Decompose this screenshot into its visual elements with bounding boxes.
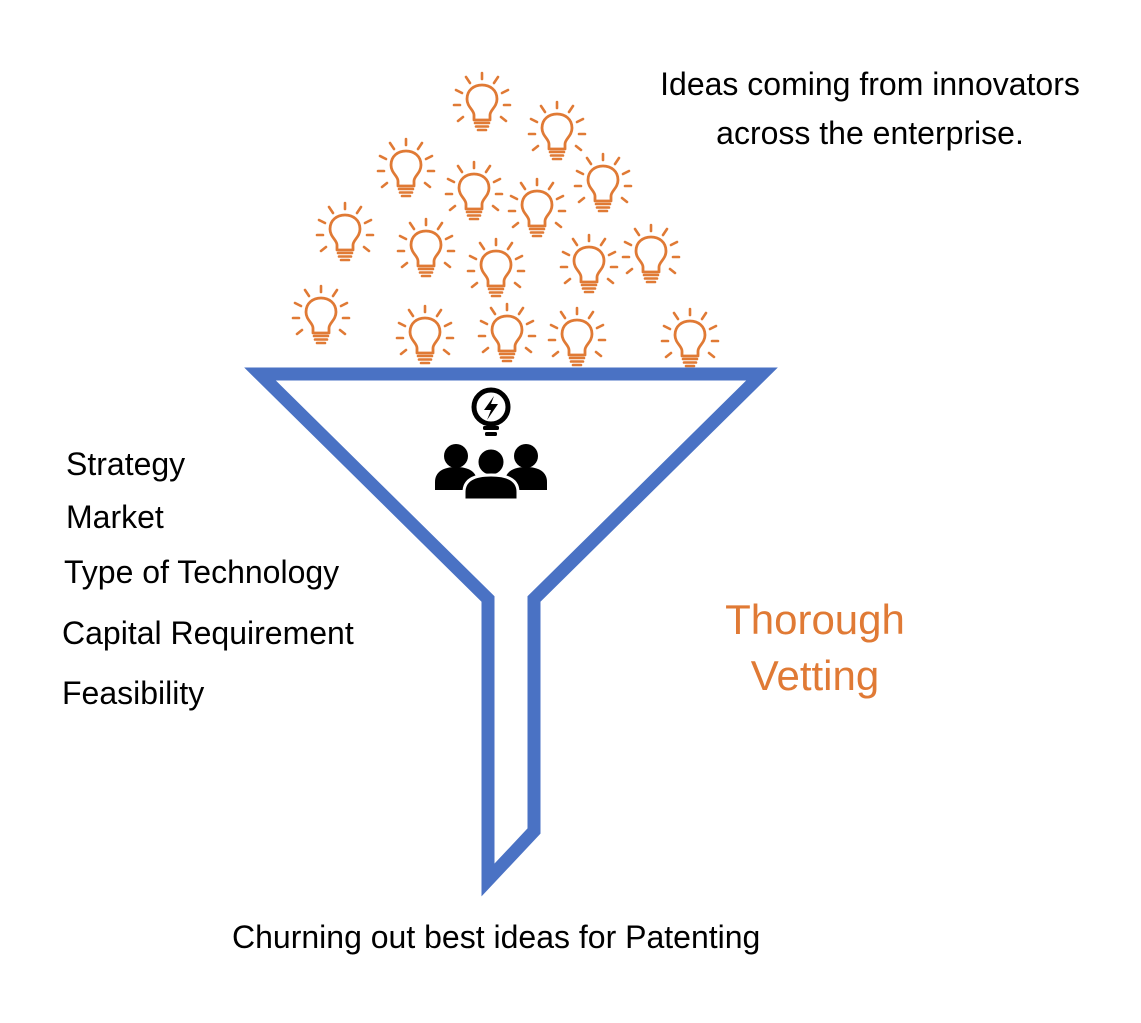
lightbulb-icon	[315, 201, 375, 262]
lightbulb-icon	[573, 152, 633, 213]
lightbulb-icon	[621, 223, 681, 284]
criterion-technology-type: Type of Technology	[64, 554, 340, 590]
lightbulb-icon	[452, 71, 512, 132]
lightbulb-icon	[507, 177, 567, 238]
patenting-caption: Churning out best ideas for Patenting	[232, 919, 761, 955]
criterion-capital-requirement: Capital Requirement	[62, 615, 354, 651]
lightbulb-icon	[376, 137, 436, 198]
innovators-caption-line1: Ideas coming from innovators	[660, 66, 1080, 102]
vetting-label-line1: Thorough	[725, 596, 905, 643]
funnel-outline	[244, 367, 778, 897]
lightbulb-icon	[291, 284, 351, 345]
criterion-feasibility: Feasibility	[62, 675, 205, 711]
vetting-label-line2: Vetting	[750, 652, 880, 699]
criterion-strategy: Strategy	[66, 446, 186, 482]
lightbulb-icon	[559, 233, 619, 294]
lightbulb-icon	[477, 302, 537, 363]
lightbulb-icon	[547, 306, 607, 367]
innovators-caption: Ideas coming from innovators across the …	[620, 60, 1120, 158]
lightbulb-icon	[444, 160, 504, 221]
criterion-market: Market	[66, 499, 164, 535]
lightbulb-icon	[527, 100, 587, 161]
team-with-idea-icon	[435, 387, 547, 502]
vetting-label: Thorough Vetting	[680, 592, 950, 704]
lightbulb-icon	[660, 307, 720, 368]
innovators-caption-line2: across the enterprise.	[716, 115, 1024, 151]
lightbulb-icon	[395, 304, 455, 365]
lightbulb-icon	[466, 237, 526, 298]
lightbulb-icon	[396, 217, 456, 278]
